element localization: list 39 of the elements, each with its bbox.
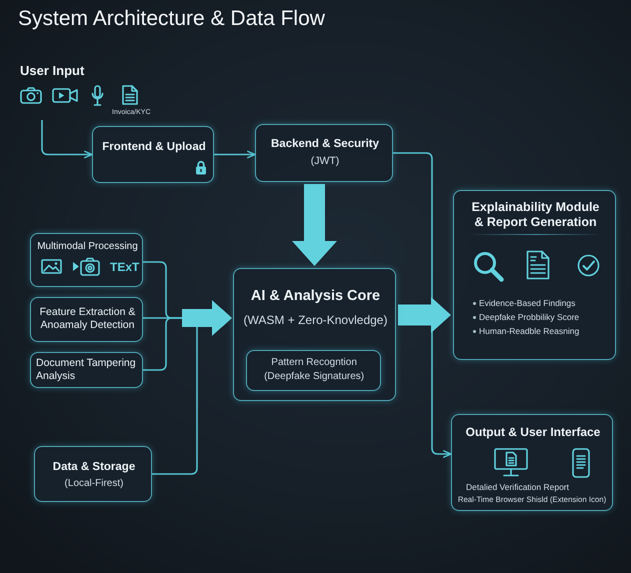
connector-line xyxy=(152,327,198,475)
box-title: Data & Storage xyxy=(52,461,136,475)
output-panel xyxy=(451,414,613,511)
module-panel xyxy=(453,190,616,360)
box-subtitle: (Deepfake Signatures) xyxy=(264,370,364,383)
process-box xyxy=(30,297,143,342)
block-arrow xyxy=(182,300,232,336)
box-subtitle: (JWT) xyxy=(310,155,340,168)
section-heading: User Input xyxy=(20,63,84,79)
box-title: Explainability Module & Report Generation xyxy=(470,200,600,230)
block-arrow xyxy=(398,297,451,333)
process-box xyxy=(30,352,143,388)
output-item: Detalied Verification Report xyxy=(466,482,570,492)
inner-module-box xyxy=(246,350,381,391)
box-title: Document Tampering Analysis xyxy=(36,357,137,382)
core-module-box xyxy=(233,268,396,401)
box-title: Frontend & Upload xyxy=(102,141,206,155)
diagram-title: System Architecture & Data Flow xyxy=(18,6,325,32)
text-mode-label: TExT xyxy=(110,260,140,274)
process-box xyxy=(92,126,214,183)
storage-box xyxy=(34,446,152,502)
box-title: Feature Extraction & Anoamaly Detection xyxy=(38,306,136,332)
box-subtitle: (Local-Firest) xyxy=(64,478,124,490)
bullet-item: Deepfake Probbiliky Score xyxy=(479,312,580,322)
arrow xyxy=(214,150,256,158)
box-subtitle: (WASM + Zero-Knovledge) xyxy=(244,313,388,328)
arrow xyxy=(393,152,452,458)
arrow xyxy=(41,120,93,158)
bullet-item: Evidence-Based Findings xyxy=(479,298,576,308)
bullet-item: Human-Readble Reasning xyxy=(479,326,580,336)
process-box xyxy=(255,124,393,182)
box-title: Pattern Recogntion xyxy=(271,356,357,369)
connector-line xyxy=(143,317,182,371)
box-title: Multimodal Processing xyxy=(37,241,138,253)
box-title: Output & User Interface xyxy=(466,425,600,440)
box-title: AI & Analysis Core xyxy=(250,288,380,306)
block-arrow xyxy=(292,184,337,266)
process-box xyxy=(30,233,143,287)
box-title: Backend & Security xyxy=(271,138,379,152)
